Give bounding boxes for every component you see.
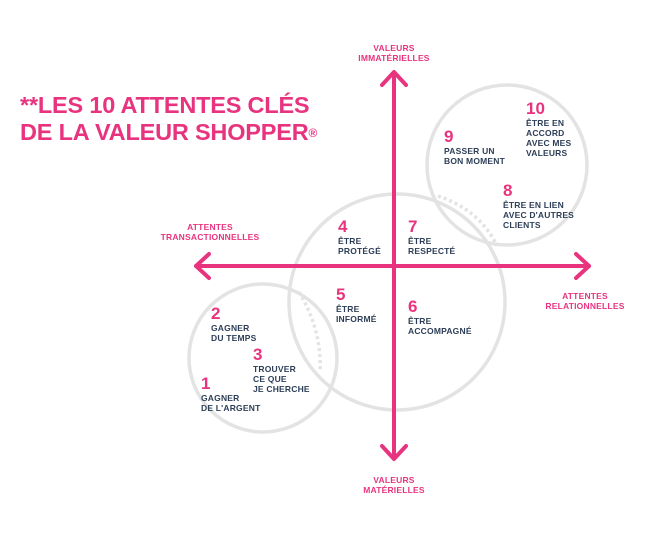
expectation-2-number: 2 bbox=[211, 304, 221, 323]
circle-relational bbox=[425, 83, 589, 247]
axis-label-left: ATTENTES TRANSACTIONNELLES bbox=[160, 222, 260, 242]
expectation-4-number: 4 bbox=[338, 217, 348, 236]
expectation-10-number: 10 bbox=[526, 99, 545, 118]
registered-mark: ® bbox=[308, 126, 318, 140]
expectation-9-number: 9 bbox=[444, 127, 454, 146]
arrow-right-icon bbox=[574, 252, 591, 280]
title-line-2: DE LA VALEUR SHOPPER® bbox=[20, 119, 317, 146]
expectation-7-number: 7 bbox=[408, 217, 418, 236]
expectation-1-number: 1 bbox=[201, 374, 211, 393]
expectation-5-number: 5 bbox=[336, 285, 346, 304]
title-line-2-text: DE LA VALEUR SHOPPER bbox=[20, 119, 309, 145]
title-line-1: **LES 10 ATTENTES CLÉS bbox=[20, 92, 310, 118]
arrow-down-icon bbox=[380, 444, 408, 461]
expectation-8-number: 8 bbox=[503, 181, 513, 200]
circle-center bbox=[287, 192, 507, 412]
axis-label-bottom: VALEURS MATÉRIELLES bbox=[363, 475, 425, 495]
overlap-dotted-arc-left bbox=[297, 291, 322, 373]
axis-label-top: VALEURS IMMATÉRIELLES bbox=[358, 43, 430, 63]
arrow-left-icon bbox=[194, 252, 211, 280]
axis-label-right: ATTENTES RELATIONNELLES bbox=[545, 291, 625, 311]
circle-transactional bbox=[187, 282, 339, 434]
overlap-dotted-arc-right bbox=[437, 194, 499, 247]
page-title: **LES 10 ATTENTES CLÉS DE LA VALEUR SHOP… bbox=[20, 92, 317, 146]
expectation-3-number: 3 bbox=[253, 345, 263, 364]
expectation-6-number: 6 bbox=[408, 297, 418, 316]
arrow-up-icon bbox=[380, 70, 408, 87]
